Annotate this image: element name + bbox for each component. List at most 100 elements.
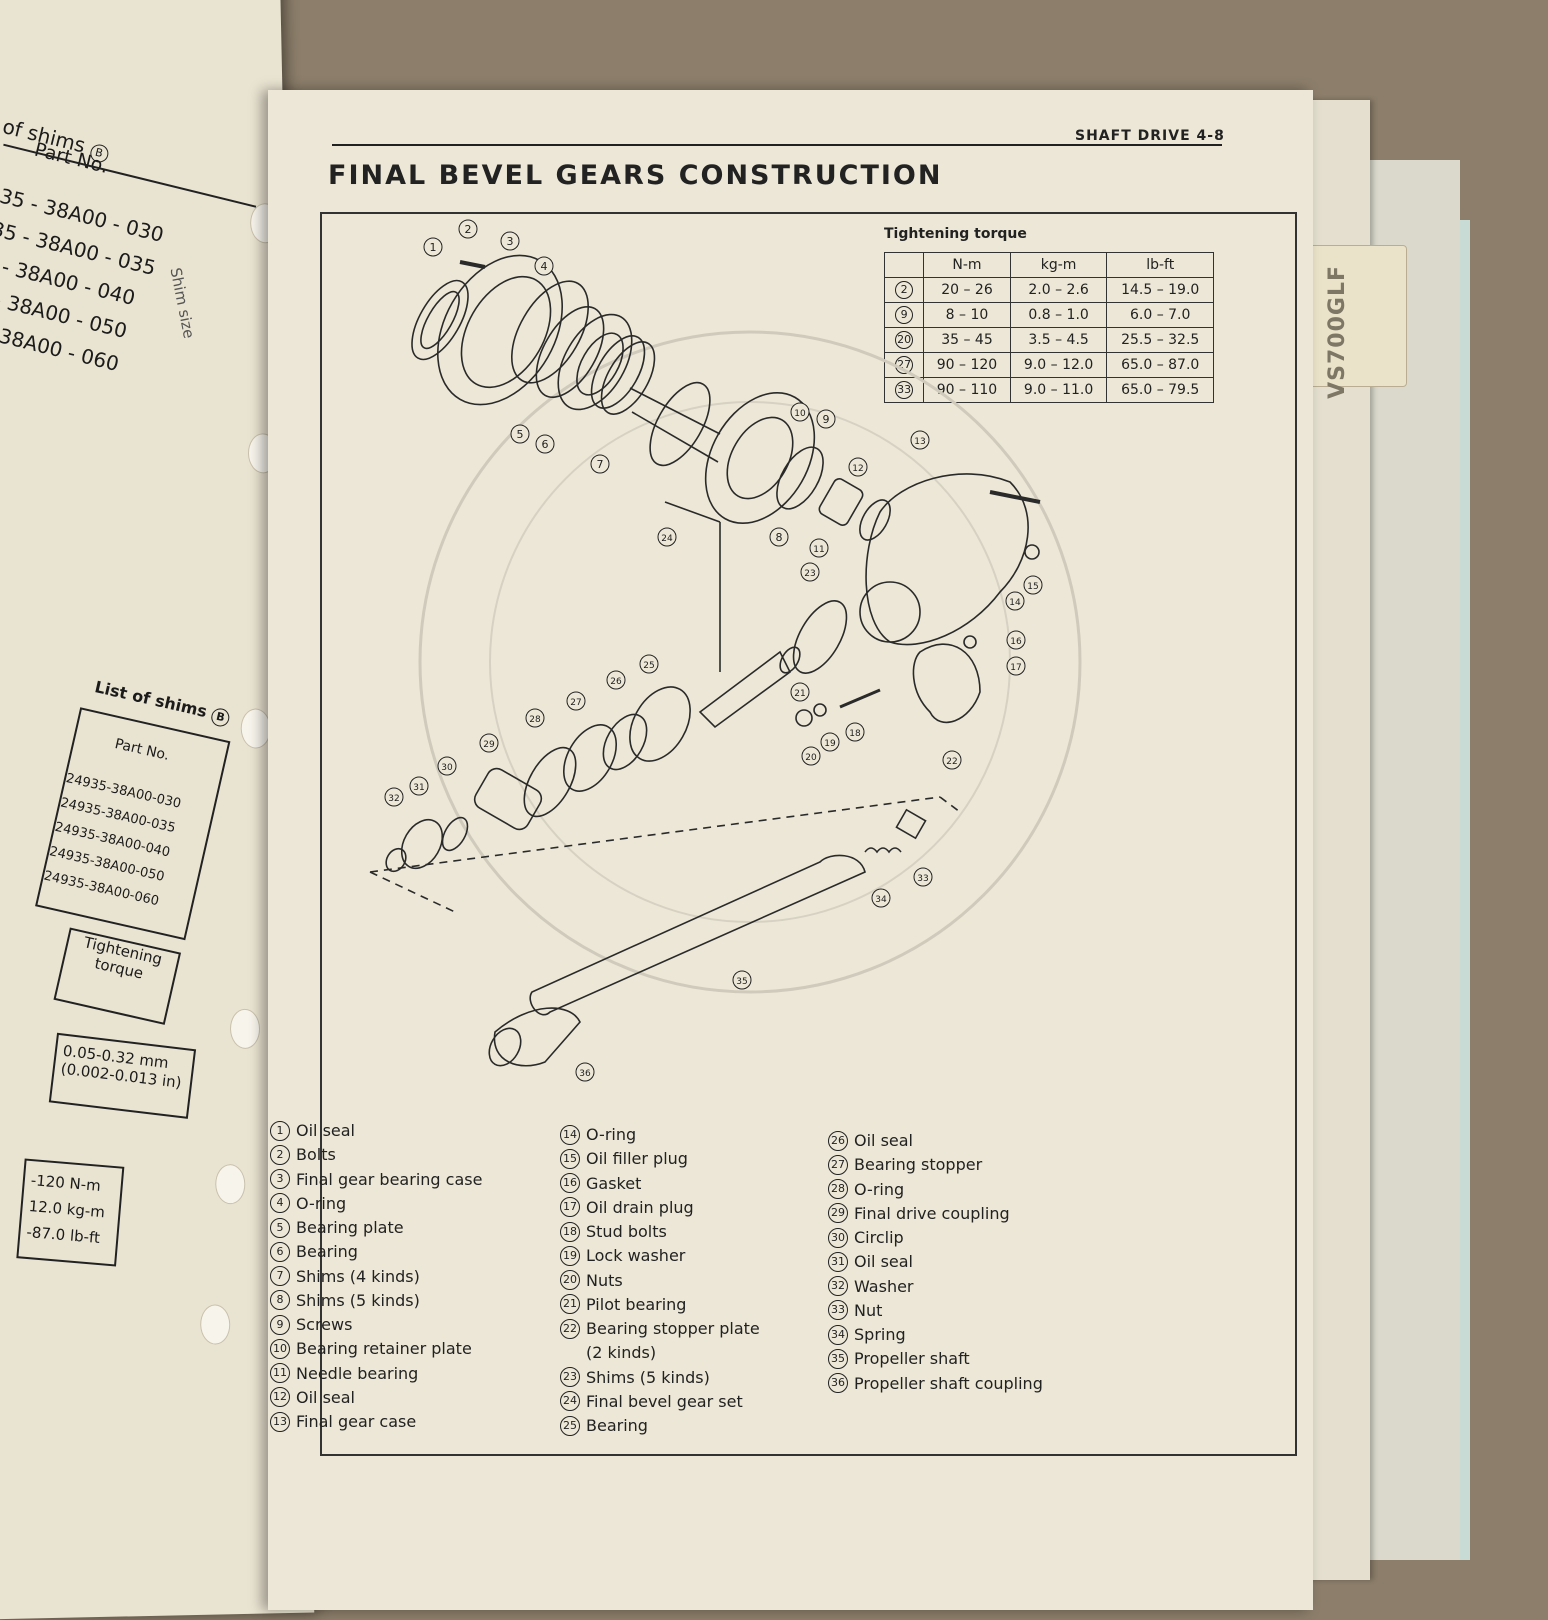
torque-table-header: N-m kg-m lb-ft: [883, 252, 1214, 278]
part-final-gear-case: [865, 473, 1029, 646]
legend-label: O-ring: [854, 1179, 905, 1199]
part-drive-pinion: [698, 650, 792, 729]
legend-label: Shims (5 kinds): [296, 1290, 420, 1310]
table-row: 27 90 – 120 9.0 – 12.0 65.0 – 87.0: [883, 352, 1214, 378]
callout-number: 13: [914, 437, 925, 447]
list-of-shims-table: Part No. 24935-38A00-030 24935-38A00-035…: [35, 707, 231, 941]
bleed-through-ghost: [418, 330, 1082, 994]
callout-27: 27: [566, 691, 586, 711]
callout-28: 28: [525, 708, 545, 728]
legend-number: 24: [560, 1391, 580, 1412]
part-ring-gear-inner: [726, 416, 794, 500]
part-shim: [590, 335, 646, 409]
callout-number: 21: [794, 689, 805, 699]
assembly-line: [369, 796, 961, 913]
legend-number: 2: [270, 1144, 290, 1165]
legend-number: 20: [560, 1270, 580, 1290]
callout-9: 9: [816, 409, 836, 429]
legend-number: 6: [270, 1241, 290, 1262]
index-tab[interactable]: [1305, 245, 1407, 387]
legend-label: Bearing plate: [296, 1217, 404, 1237]
callout-number: 14: [1009, 598, 1021, 608]
legend-label: Shims (5 kinds): [586, 1367, 710, 1387]
part-retainer-plate: [776, 446, 824, 510]
legend-number: 23: [560, 1367, 580, 1387]
callout-number: 12: [852, 464, 863, 474]
torque-header-ref: [883, 252, 925, 278]
part-oil-seal-31: [400, 818, 444, 870]
callout-number: 28: [529, 715, 541, 725]
part-drain-plug: [963, 635, 977, 649]
legend-number: 30: [828, 1227, 848, 1248]
legend-number: 5: [270, 1217, 290, 1238]
callout-13: 13: [910, 430, 930, 450]
callout-number: 15: [1027, 582, 1038, 592]
part-oil-seal-1-inner: [420, 290, 460, 350]
ref-number: 2: [895, 281, 914, 299]
part-case-opening: [859, 581, 921, 643]
table-row: 9 8 – 10 0.8 – 1.0 6.0 – 7.0: [883, 302, 1214, 328]
callout-11: 11: [809, 538, 829, 558]
part-final-drive-coupling: [473, 767, 543, 831]
legend-label: Bearing: [586, 1415, 648, 1435]
part-bearing-case-inner: [460, 275, 552, 389]
part-shim: [600, 341, 656, 415]
callout-number: 11: [813, 545, 824, 555]
legend-number: 11: [270, 1363, 290, 1383]
callout-31: 31: [409, 776, 429, 796]
callout-number: 32: [388, 794, 399, 804]
part-washer: [385, 847, 407, 873]
callout-24: 24: [657, 527, 677, 547]
callout-1: 1: [423, 237, 443, 257]
callout-26: 26: [606, 670, 626, 690]
callout-layer: 1234567891011121314151617181920212223242…: [384, 219, 1043, 1082]
callout-number: 1: [430, 241, 437, 254]
legend-label: Circlip: [854, 1227, 904, 1247]
legend-number: 17: [560, 1197, 580, 1218]
callout-4: 4: [534, 256, 554, 276]
legend-number: 18: [560, 1221, 580, 1242]
callout-number: 10: [794, 409, 806, 419]
legend-number: 26: [828, 1130, 848, 1151]
callout-5: 5: [510, 424, 530, 444]
callout-10: 10: [790, 402, 810, 422]
callout-21: 21: [790, 682, 810, 702]
part-propeller-shaft: [529, 854, 866, 1016]
callout-number: 9: [823, 413, 830, 426]
legend-number: 21: [560, 1294, 580, 1315]
legend-number: 1: [270, 1120, 290, 1141]
legend-number: 8: [270, 1290, 290, 1311]
part-bearing-plate: [535, 305, 605, 399]
legend-number: 9: [270, 1314, 290, 1335]
legend-number: 14: [560, 1124, 580, 1145]
legend-label: Lock washer: [586, 1246, 686, 1265]
ref-number: 9: [895, 306, 914, 324]
legend-label: Oil seal: [854, 1130, 913, 1150]
part-oil-seal-1: [411, 279, 469, 361]
ref-number: 20: [895, 331, 914, 349]
legend-label: Gasket: [586, 1173, 642, 1193]
assembly-line: [664, 501, 721, 672]
callout-19: 19: [820, 732, 840, 752]
legend-label: Oil filler plug: [586, 1149, 688, 1168]
torque-spec-box: -120 N-m 12.0 kg-m -87.0 lb-ft: [16, 1158, 125, 1267]
legend-item: 21 Pilot bearing: [560, 1292, 760, 1316]
part-bolt: [459, 260, 486, 269]
legend-label: Pilot bearing: [586, 1294, 687, 1314]
table-row: 20 35 – 45 3.5 – 4.5 25.5 – 32.5: [883, 327, 1214, 353]
torque-lbft: 25.5 – 32.5: [1106, 327, 1214, 353]
